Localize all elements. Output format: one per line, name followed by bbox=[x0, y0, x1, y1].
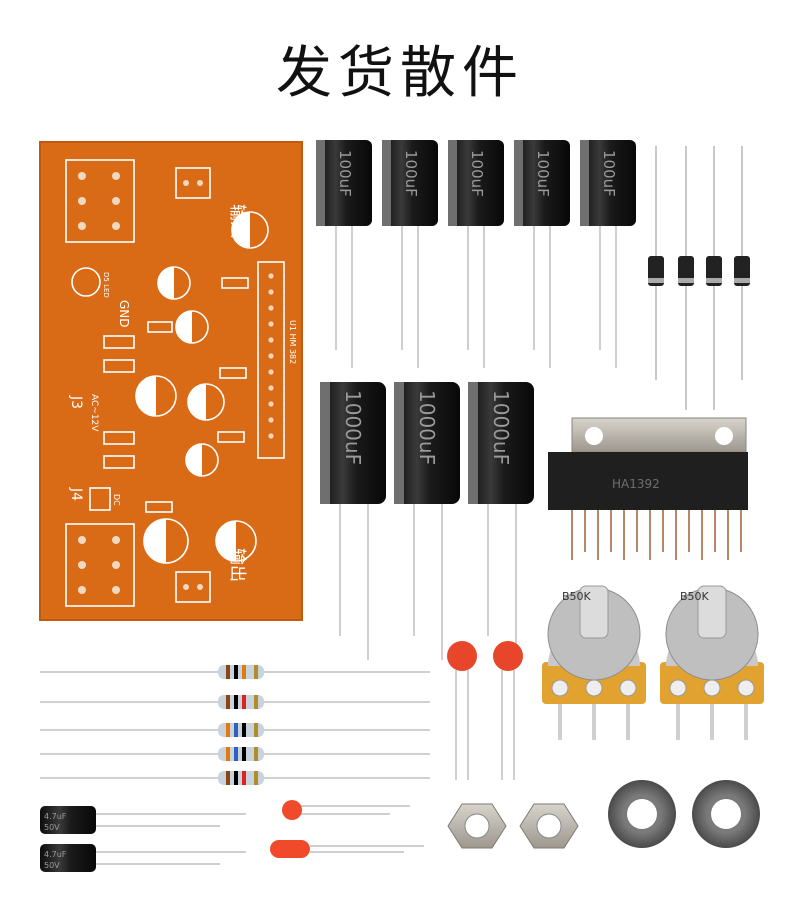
resistor bbox=[218, 695, 264, 709]
capacitor-1000uf bbox=[394, 382, 460, 504]
page-title: 发货散件 bbox=[276, 41, 524, 106]
resistor-group bbox=[40, 665, 430, 785]
ceramic-capacitor-group bbox=[447, 641, 523, 780]
svg-text:100uF: 100uF bbox=[600, 150, 618, 197]
svg-text:100uF: 100uF bbox=[402, 150, 420, 197]
svg-text:100uF: 100uF bbox=[534, 150, 552, 197]
capacitor-100uf bbox=[514, 140, 570, 226]
capacitor-1000uf-marking: 1000uF bbox=[489, 390, 513, 465]
capacitor-4-7uf bbox=[40, 806, 96, 834]
pcb-j3-label: J3 bbox=[68, 395, 84, 409]
pcb-output-label: 输出 bbox=[227, 548, 247, 582]
potentiometer: B50K bbox=[660, 585, 764, 740]
pcb-board: 输入 输出 GND J3 AC~12V J4 DC U1 HM 382 D5 L… bbox=[39, 141, 303, 621]
resistor bbox=[218, 665, 264, 679]
capacitor-1000uf bbox=[468, 382, 534, 504]
capacitor-100uf bbox=[448, 140, 504, 226]
ceramic-capacitor bbox=[493, 641, 523, 671]
capacitor-4-7uf-marking: 4.7uF bbox=[44, 850, 67, 859]
capacitor-4-7uf bbox=[40, 844, 96, 872]
capacitor-4-7uf-voltage: 50V bbox=[44, 823, 60, 832]
amplifier-ic: HA1392 bbox=[548, 417, 748, 560]
capacitor-4-7uf-voltage: 50V bbox=[44, 861, 60, 870]
resistor bbox=[218, 723, 264, 737]
svg-text:100uF: 100uF bbox=[336, 150, 354, 197]
pcb-ac-label: AC~12V bbox=[89, 394, 99, 432]
diode bbox=[648, 256, 664, 286]
diode bbox=[706, 256, 722, 286]
capacitor-1000uf-marking: 1000uF bbox=[341, 390, 365, 465]
capacitor-4-7uf-group: 4.7uF 50V 4.7uF 50V bbox=[40, 806, 246, 872]
pcb-led-label: D5 LED bbox=[102, 272, 110, 298]
diode-group bbox=[648, 146, 750, 410]
washer bbox=[692, 780, 760, 848]
capacitor-4-7uf-marking: 4.7uF bbox=[44, 812, 67, 821]
hex-nut bbox=[519, 803, 579, 849]
resistor bbox=[218, 771, 264, 785]
capacitor-100uf bbox=[316, 140, 372, 226]
washer bbox=[608, 780, 676, 848]
pcb-input-label: 输入 bbox=[227, 204, 247, 238]
pcb-j4-label: J4 bbox=[68, 487, 84, 501]
svg-text:100uF: 100uF bbox=[468, 150, 486, 197]
pcb-u1-label: U1 HM 382 bbox=[288, 320, 297, 364]
diode bbox=[678, 256, 694, 286]
capacitor-1000uf-group: 1000uF 1000uF 1000uF bbox=[320, 382, 534, 660]
led-group bbox=[270, 800, 424, 858]
potentiometer: B50K bbox=[542, 585, 646, 740]
capacitor-100uf bbox=[580, 140, 636, 226]
ceramic-capacitor bbox=[447, 641, 477, 671]
capacitor-1000uf bbox=[320, 382, 386, 504]
ic-marking: HA1392 bbox=[612, 477, 660, 491]
resistor bbox=[218, 747, 264, 761]
pot-marking: B50K bbox=[562, 590, 592, 603]
pcb-gnd-label: GND bbox=[117, 300, 131, 328]
led-round bbox=[282, 800, 302, 820]
pot-marking: B50K bbox=[680, 590, 710, 603]
pcb-dc-label: DC bbox=[112, 494, 121, 506]
hex-nut bbox=[447, 803, 507, 849]
capacitor-100uf bbox=[382, 140, 438, 226]
capacitor-100uf-group: 100uF 100uF 100uF 100uF 100uF bbox=[316, 140, 636, 368]
capacitor-1000uf-marking: 1000uF bbox=[415, 390, 439, 465]
diode bbox=[734, 256, 750, 286]
led-red bbox=[270, 840, 310, 858]
